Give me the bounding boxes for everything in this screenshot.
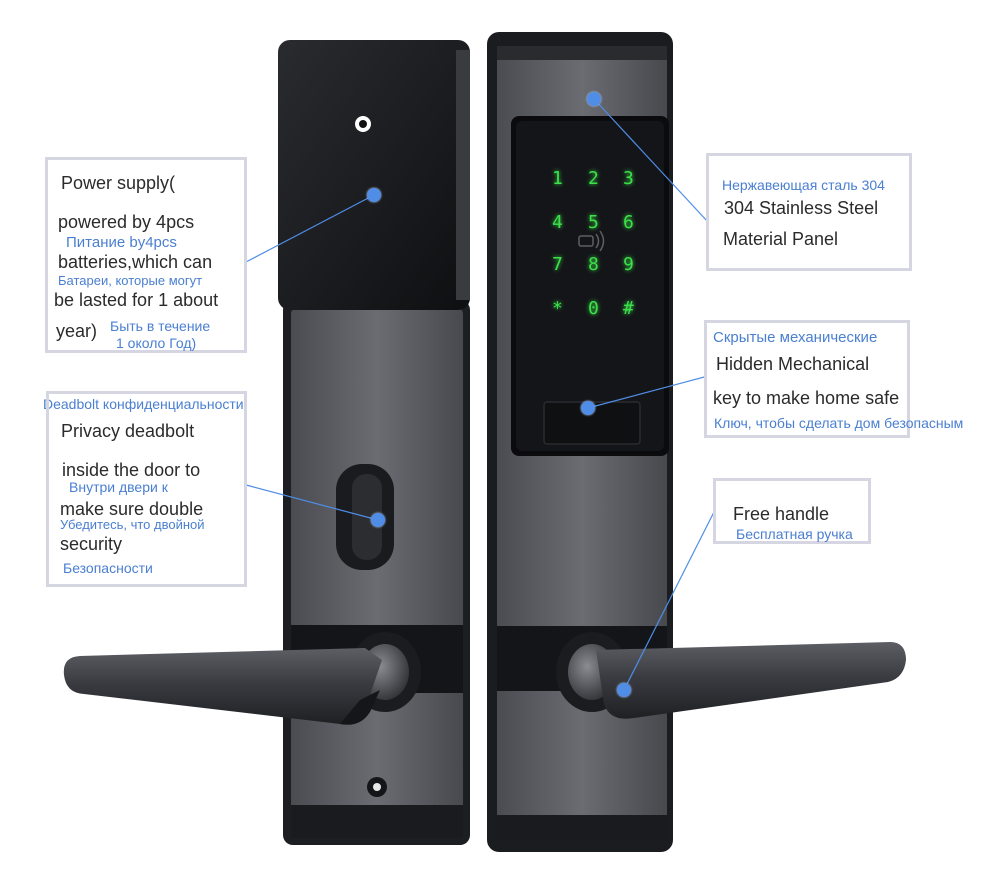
keypad-key-6: 6 — [623, 212, 634, 233]
key-ru-line-2: Ключ, чтобы сделать дом безопасным — [714, 415, 964, 431]
key-ru-line-1: Скрытые механические — [713, 329, 878, 346]
free-handle-callout: Free handle Бесплатная ручка — [713, 478, 871, 544]
power-supply-callout: Power supply( powered by 4pcs Питание by… — [45, 157, 247, 353]
keypad-key-3: 3 — [623, 168, 634, 189]
steel-marker-dot — [587, 92, 601, 106]
inside-lever-handle — [63, 632, 421, 725]
power-ru-line-3: Быть в течение — [110, 318, 211, 334]
power-ru-line-2: Батареи, которые могут — [58, 273, 203, 288]
power-line-3: batteries,which can — [58, 252, 213, 272]
deadbolt-line-2: inside the door to — [62, 460, 201, 480]
keypad-key-9: 9 — [623, 254, 634, 275]
handle-ru-line: Бесплатная ручка — [736, 526, 853, 542]
privacy-deadbolt-callout: Privacy deadbolt inside the door to Внут… — [46, 391, 247, 587]
deadbolt-ru-line-1: Deadbolt конфиденциальности — [43, 396, 244, 412]
battery-cover — [278, 40, 470, 310]
keypad-key-2: 2 — [588, 168, 599, 189]
inside-lock-body — [63, 40, 470, 845]
deadbolt-marker-dot — [371, 513, 385, 527]
rfid-card-icon — [578, 230, 605, 252]
keypad-key-0: 0 — [588, 298, 599, 319]
keypad-key-4: 4 — [552, 212, 563, 233]
deadbolt-ru-line-4: Безопасности — [63, 560, 153, 576]
keypad-key-8: 8 — [588, 254, 599, 275]
steel-line-2: Material Panel — [723, 229, 839, 249]
keypad-key-hash: # — [623, 298, 634, 319]
power-line-1: Power supply( — [61, 173, 176, 193]
handle-line-1: Free handle — [733, 504, 830, 524]
hidden-key-callout: Скрытые механические Hidden Mechanical k… — [704, 320, 910, 438]
outside-lever-handle — [556, 632, 906, 719]
outside-lock-body — [487, 32, 906, 852]
callout-lines — [245, 98, 716, 691]
deadbolt-ru-line-2: Внутри двери к — [69, 479, 168, 495]
power-ru-line-4: 1 около Год) — [116, 335, 197, 351]
keypad-key-7: 7 — [552, 254, 563, 275]
power-marker-dot — [367, 188, 381, 202]
power-line-4: be lasted for 1 about — [54, 290, 219, 310]
keypad-key-5: 5 — [588, 212, 599, 233]
steel-ru-line: Нержавеющая сталь 304 — [722, 177, 885, 193]
keypad-key-1: 1 — [552, 168, 563, 189]
steel-line-1: 304 Stainless Steel — [724, 198, 879, 218]
key-line-2: key to make home safe — [713, 388, 900, 408]
handle-marker-dot — [617, 683, 631, 697]
stainless-steel-callout: Нержавеющая сталь 304 304 Stainless Stee… — [706, 153, 912, 271]
deadbolt-line-4: security — [60, 534, 123, 554]
power-line-2: powered by 4pcs — [58, 212, 195, 232]
deadbolt-ru-line-3: Убедитесь, что двойной — [60, 517, 205, 532]
deadbolt-line-1: Privacy deadbolt — [61, 421, 195, 441]
keypad-key-star: * — [552, 298, 563, 319]
key-marker-dot — [581, 401, 595, 415]
deadbolt-line-3: make sure double — [60, 499, 204, 519]
power-line-5: year) — [56, 321, 98, 341]
key-line-1: Hidden Mechanical — [716, 354, 870, 374]
power-ru-line-1: Питание by4pcs — [66, 234, 177, 251]
